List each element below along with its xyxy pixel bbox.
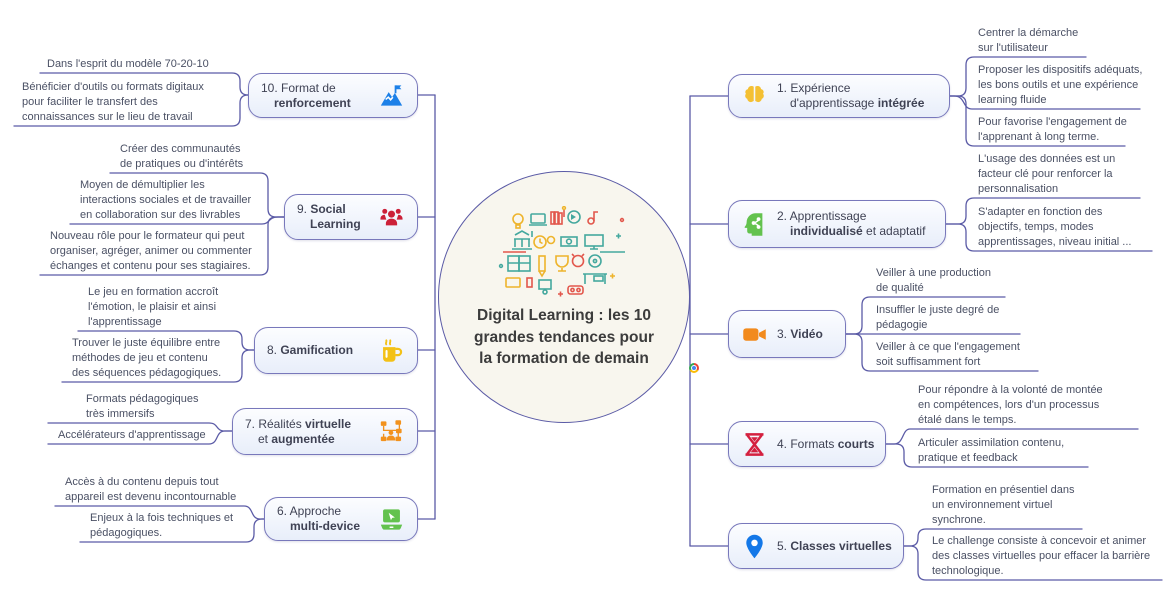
note-accelerateurs[interactable]: Accélérateurs d'apprentissage — [58, 429, 206, 441]
people-group-icon — [378, 204, 405, 231]
note-montee-competences[interactable]: Pour répondre à la volonté de montée en … — [918, 384, 1103, 427]
topic-label: 3. Vidéo — [777, 326, 823, 341]
topic-gamification[interactable]: 8. Gamification — [254, 327, 418, 374]
mug-icon — [378, 337, 405, 364]
orgchart-person-icon — [378, 418, 405, 445]
note-usage-donnees[interactable]: L'usage des données est un facteur clé p… — [978, 153, 1116, 196]
digital-learning-collage-icon — [498, 206, 625, 297]
note-s-adapter[interactable]: S'adapter en fonction des objectifs, tem… — [978, 206, 1132, 249]
note-acces-contenu[interactable]: Accès à du contenu depuis tout appareil … — [65, 476, 237, 504]
note-formation-presentiel[interactable]: Formation en présentiel dans un environn… — [932, 484, 1075, 527]
topic-label: 5. Classes virtuelles — [777, 538, 892, 553]
note-dispositifs-adequats[interactable]: Proposer les dispositifs adéquats, les b… — [978, 64, 1143, 107]
topic-label: 4. Formats courts — [777, 436, 875, 451]
note-role-formateur[interactable]: Nouveau rôle pour le formateur qui peut … — [50, 230, 252, 273]
note-jeu-formation[interactable]: Le jeu en formation accroît l'émotion, l… — [88, 286, 219, 329]
topic-format-renforcement[interactable]: 10. Format de renforcement — [248, 73, 418, 118]
note-challenge-concevoir[interactable]: Le challenge consiste à concevoir et ani… — [932, 535, 1151, 578]
map-pin-icon — [741, 533, 768, 560]
note-juste-equilibre[interactable]: Trouver le juste équilibre entre méthode… — [72, 337, 222, 380]
topic-apprentissage-individualise[interactable]: 2. Apprentissage individualisé et adapta… — [728, 200, 946, 248]
topic-formats-courts[interactable]: 4. Formats courts — [728, 421, 886, 467]
topic-label: 10. Format de renforcement — [261, 80, 351, 110]
topic-label: 2. Apprentissage individualisé et adapta… — [777, 209, 926, 238]
video-camera-icon — [741, 321, 768, 348]
topic-approche-multi-device[interactable]: 6. Approche multi-device — [264, 497, 418, 541]
topic-classes-virtuelles[interactable]: 5. Classes virtuelles — [728, 523, 904, 569]
note-enjeux-techniques[interactable]: Enjeux à la fois techniques et pédagogiq… — [90, 512, 234, 540]
topic-label: 8. Gamification — [267, 343, 354, 357]
head-share-icon — [741, 211, 768, 238]
topic-label: 7. Réalités virtuelle et augmentée — [245, 416, 352, 446]
note-articuler-assimilation[interactable]: Articuler assimilation contenu, pratique… — [918, 437, 1065, 465]
note-interactions-sociales[interactable]: Moyen de démultiplier les interactions s… — [80, 179, 252, 222]
note-production-qualite[interactable]: Veiller à une production de qualité — [876, 267, 991, 295]
brain-icon — [741, 83, 768, 110]
note-modele-70-20-10[interactable]: Dans l'esprit du modèle 70-20-10 — [47, 58, 209, 70]
note-formats-immersifs[interactable]: Formats pédagogiques très immersifs — [86, 393, 199, 421]
topic-realites-virtuelle-augmentee[interactable]: 7. Réalités virtuelle et augmentée — [232, 408, 418, 455]
central-topic-title: Digital Learning : les 10 grandes tendan… — [473, 307, 654, 367]
topic-video[interactable]: 3. Vidéo — [728, 310, 846, 358]
laptop-icon — [378, 506, 405, 533]
topic-label: 6. Approche multi-device — [277, 504, 361, 533]
mountain-flag-icon — [378, 82, 405, 109]
note-engagement-long-terme[interactable]: Pour favorise l'engagement de l'apprenan… — [978, 116, 1127, 144]
topic-experience-apprentissage[interactable]: 1. Expérience d'apprentissage intégrée — [728, 74, 950, 118]
note-centrer-demarche[interactable]: Centrer la démarche sur l'utilisateur — [978, 27, 1079, 55]
hourglass-icon — [741, 431, 768, 458]
topic-label: 1. Expérience d'apprentissage intégrée — [777, 81, 925, 110]
note-communautes[interactable]: Créer des communautés de pratiques ou d'… — [120, 143, 244, 171]
colorful-dot-marker — [689, 363, 699, 373]
central-topic[interactable]: Digital Learning : les 10 grandes tendan… — [438, 171, 690, 423]
topic-social-learning[interactable]: 9. Social Learning — [284, 194, 418, 240]
note-beneficier-outils[interactable]: Bénéficier d'outils ou formats digitaux … — [22, 81, 204, 124]
note-engagement-fort[interactable]: Veiller à ce que l'engagement soit suffi… — [876, 341, 1020, 369]
topic-label: 9. Social Learning — [297, 202, 361, 231]
note-degre-pedagogie[interactable]: Insuffler le juste degré de pédagogie — [876, 304, 1000, 332]
